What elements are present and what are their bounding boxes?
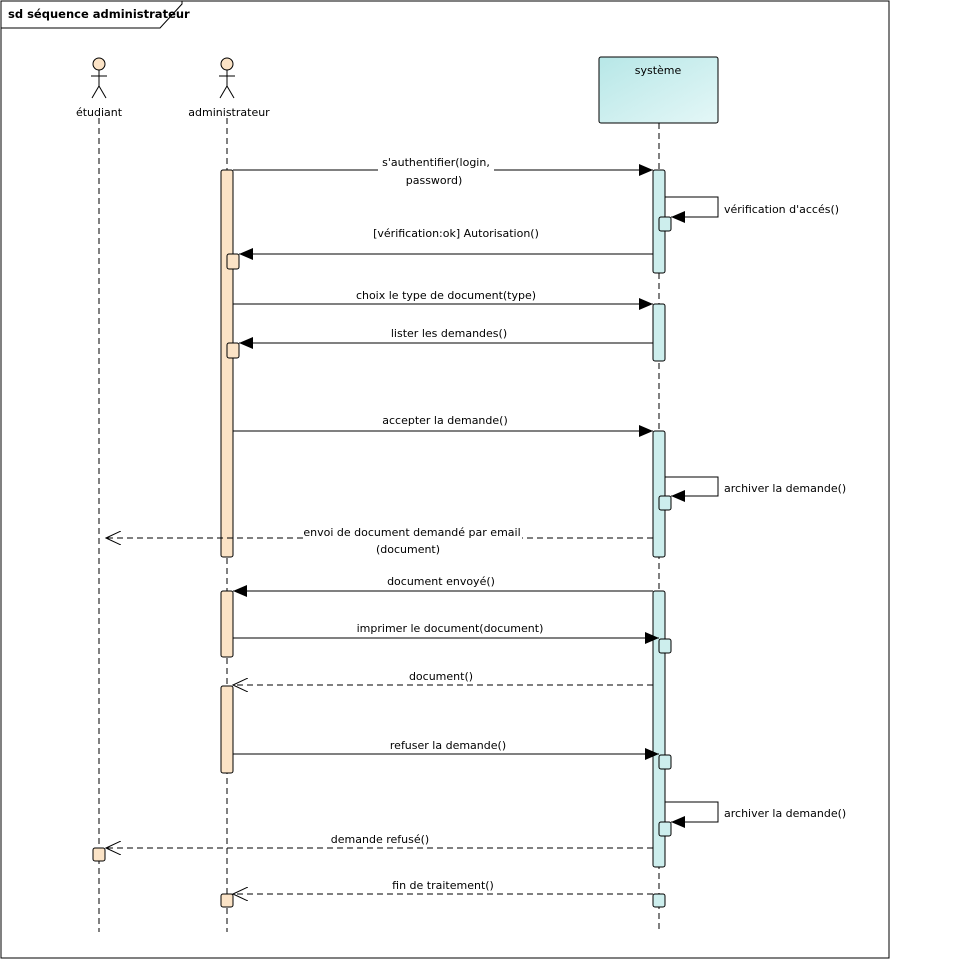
- message-envoi-document: envoi de document demandé par email (doc…: [106, 523, 653, 557]
- frame-title: sd séquence administrateur: [8, 7, 190, 21]
- message-label: choix le type de document(type): [356, 289, 536, 302]
- system-label: système: [635, 64, 682, 77]
- activation-bar: [658, 495, 672, 511]
- message-label: accepter la demande(): [382, 414, 508, 427]
- message-label: archiver la demande(): [724, 482, 846, 495]
- message-lister-demandes: lister les demandes(): [239, 327, 653, 349]
- activation-bar: [652, 893, 666, 908]
- message-label: imprimer le document(document): [357, 622, 544, 635]
- admin-activations: [220, 169, 240, 908]
- system-object-box: système: [598, 56, 719, 124]
- activation-bar: [658, 638, 672, 654]
- message-demande-refuse: demande refusé(): [106, 833, 653, 848]
- message-label: fin de traitement(): [392, 879, 494, 892]
- message-label: document envoyé(): [387, 575, 495, 588]
- stick-figure-icon: [219, 57, 235, 99]
- message-label: lister les demandes(): [391, 327, 507, 340]
- message-fin-traitement: fin de traitement(): [233, 879, 653, 894]
- system-activations: [652, 169, 672, 908]
- message-label: envoi de document demandé par email: [303, 526, 520, 539]
- message-archiver-demande-2: archiver la demande(): [665, 801, 846, 828]
- message-label: document(): [409, 670, 473, 683]
- message-archiver-demande: archiver la demande(): [665, 476, 846, 502]
- activation-bar: [220, 590, 234, 658]
- message-authentifier: s'authentifier(login, password): [233, 155, 653, 189]
- activation-bar: [220, 685, 234, 774]
- message-autorisation: [vérification:ok] Autorisation(): [239, 227, 653, 260]
- activation-bar: [226, 342, 240, 359]
- message-label: password): [406, 174, 463, 187]
- message-label: s'authentifier(login,: [382, 156, 490, 169]
- actor-administrateur: administrateur: [188, 57, 270, 119]
- actor-label: administrateur: [188, 106, 270, 119]
- activation-bar: [658, 821, 672, 837]
- message-document-envoye: document envoyé(): [233, 575, 653, 597]
- messages: s'authentifier(login, password) vérifica…: [106, 155, 846, 894]
- activation-bar: [92, 847, 106, 862]
- message-verification-acces: vérification d'accés(): [665, 196, 839, 223]
- actor-label: étudiant: [76, 106, 123, 119]
- stick-figure-icon: [91, 57, 107, 99]
- activation-bar: [658, 754, 672, 770]
- message-document-reply: document(): [233, 670, 653, 685]
- message-refuser-demande: refuser la demande(): [233, 739, 659, 760]
- message-imprimer-document: imprimer le document(document): [233, 622, 659, 644]
- actor-etudiant: étudiant: [76, 57, 123, 119]
- message-label: archiver la demande(): [724, 807, 846, 820]
- activation-bar: [652, 590, 666, 868]
- message-label: (document): [376, 543, 440, 556]
- message-choix-type-document: choix le type de document(type): [233, 289, 653, 310]
- activation-bar: [658, 216, 672, 232]
- message-label: [vérification:ok] Autorisation(): [373, 227, 539, 240]
- message-label: vérification d'accés(): [724, 203, 839, 216]
- activation-bar: [220, 893, 234, 908]
- message-accepter-demande: accepter la demande(): [233, 414, 653, 437]
- message-label: demande refusé(): [331, 833, 429, 846]
- activation-bar: [226, 253, 240, 270]
- activation-bar: [220, 169, 234, 558]
- activation-bar: [652, 430, 666, 558]
- activation-bar: [652, 303, 666, 362]
- message-label: refuser la demande(): [390, 739, 506, 752]
